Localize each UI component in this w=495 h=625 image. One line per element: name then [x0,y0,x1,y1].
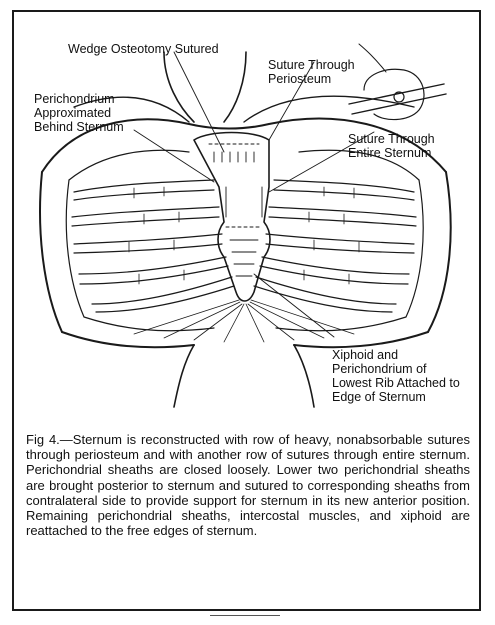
figure-caption: Fig 4.—Sternum is reconstructed with row… [26,432,470,538]
label-suture-periosteum: Suture Through Periosteum [268,58,355,86]
label-wedge-osteotomy: Wedge Osteotomy Sutured [68,42,219,56]
label-suture-entire-sternum: Suture Through Entire Sternum [348,132,435,160]
label-xiphoid-perichondrium: Xiphoid and Perichondrium of Lowest Rib … [332,348,460,404]
page-rule [210,615,280,616]
label-perichondrium-approximated: Perichondrium Approximated Behind Sternu… [34,92,124,134]
